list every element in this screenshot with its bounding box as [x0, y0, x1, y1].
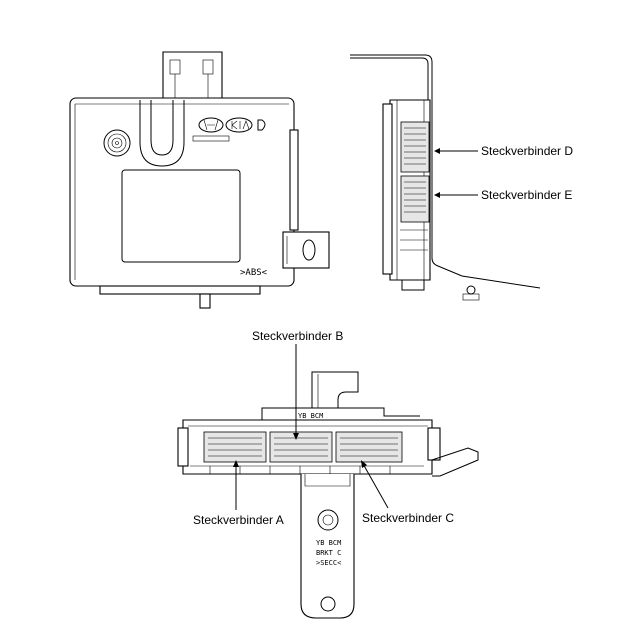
- connector-e-body: [400, 175, 430, 223]
- label-connector-b: Steckverbinder B: [252, 329, 343, 343]
- label-connector-e: Steckverbinder E: [481, 188, 572, 202]
- bracket-line-2: BRKT C: [316, 549, 341, 557]
- housing-front: [69, 97, 295, 287]
- upper-bracket: [311, 371, 359, 408]
- label-connector-c: Steckverbinder C: [362, 511, 454, 525]
- abs-mark: >ABS<: [240, 268, 268, 278]
- label-area: [121, 169, 241, 263]
- hyundai-logo: [192, 117, 230, 142]
- side-view: [350, 54, 541, 301]
- lower-bracket: [300, 474, 355, 619]
- leader-c: [361, 461, 389, 509]
- cable-guide: [139, 100, 185, 167]
- d-mark-icon: [257, 119, 266, 131]
- connector-b-body: [269, 431, 333, 463]
- top-mount-tab: [162, 51, 223, 100]
- label-connector-a: Steckverbinder A: [193, 513, 284, 527]
- unit-code: YB BCM: [298, 412, 323, 420]
- screw-icon: [466, 285, 476, 295]
- grille-icon: [103, 129, 131, 157]
- bottom-view: YB BCM YB BCM BRKT C >SECC<: [177, 344, 479, 619]
- connector-a-body: [203, 431, 267, 463]
- bolt-icon: [317, 509, 339, 531]
- kia-logo: [225, 117, 253, 133]
- connector-d-body: [400, 121, 430, 173]
- label-connector-d: Steckverbinder D: [481, 144, 573, 158]
- front-view: >ABS<: [69, 51, 330, 309]
- side-bracket: [350, 54, 541, 289]
- mounting-hole: [320, 596, 336, 612]
- connector-c-body: [335, 431, 403, 463]
- bracket-line-1: YB BCM: [316, 539, 341, 547]
- bracket-line-3: >SECC<: [316, 559, 341, 567]
- right-skid: [431, 447, 479, 477]
- side-mount: [282, 231, 330, 269]
